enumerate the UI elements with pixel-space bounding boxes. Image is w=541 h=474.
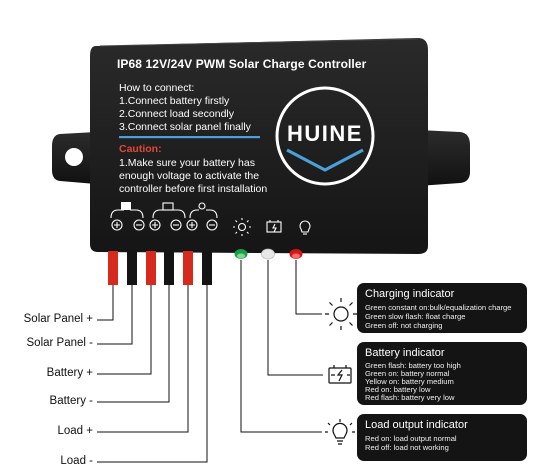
sun-icon [325,298,357,330]
battery-indicator-title: Battery indicator [365,347,445,359]
label-battery-negative: Battery - [49,395,93,407]
label-battery-positive: Battery + [46,367,93,379]
charging-indicator-line: Green constant on:bulk/equalization char… [365,303,512,312]
caution-line-1: 1.Make sure your battery has [119,157,255,169]
terminal-polarity-marks [111,219,218,231]
battery-indicator-line: Red on: battery low [365,385,431,394]
led-leader-lines [240,260,323,433]
battery-indicator-line: Yellow on: battery medium [365,377,454,386]
brand-circle [275,86,375,186]
battery-indicator-line: Green on: battery normal [365,369,450,378]
load-output-indicator-title: Load output indicator [365,419,468,431]
caution-line-2: enough voltage to activate the [119,170,260,182]
battery-indicator-line: Red flash: battery very low [365,393,455,402]
how-to-step-2: 2.Connect load secondly [119,108,234,120]
battery-led [261,248,275,260]
label-solar-panel-positive: Solar Panel + [23,313,93,325]
battery-charge-icon [328,365,352,384]
brand-chevron-icon [286,148,364,172]
led-labels [233,218,311,236]
controller-header: IP68 12V/24V PWM Solar Charge Controller [117,57,367,71]
load-output-indicator-line: Red off: load not working [365,443,449,452]
led-row [234,248,303,260]
caution-line-3: controller before first installation [119,183,268,195]
label-load-positive: Load + [57,425,94,437]
brand-logo-text: HUINE [287,121,363,146]
charging-indicator-line: Green slow flash: float charge [365,312,466,321]
how-to-title: How to connect: [119,82,195,94]
accent-line [119,136,260,139]
wire-leader-lines [97,285,208,463]
load-output-indicator-box: Load output indicator Red on: load outpu… [357,414,527,461]
wires [108,251,212,285]
load-output-indicator-line: Red on: load output normal [365,434,457,443]
how-to-step-3: 3.Connect solar panel finally [119,121,251,133]
bulb-icon [325,419,355,445]
terminal-icons [110,202,218,219]
caution-title: Caution: [119,143,162,155]
left-mounting-flange [52,132,96,184]
charging-indicator-title: Charging indicator [365,288,455,300]
how-to-step-1: 1.Connect battery firstly [119,95,230,107]
label-load-negative: Load - [60,455,93,467]
caution-text: 1.Make sure your battery has enough volt… [119,157,267,196]
how-to-connect: How to connect: 1.Connect battery firstl… [119,82,251,134]
charging-indicator-line: Green off: not charging [365,321,443,330]
label-solar-panel-negative: Solar Panel - [26,337,93,349]
charging-indicator-box: Charging indicator Green constant on:bul… [357,283,527,333]
battery-indicator-line: Green flash: battery too high [365,361,461,370]
battery-indicator-box: Battery indicator Green flash: battery t… [357,342,527,405]
